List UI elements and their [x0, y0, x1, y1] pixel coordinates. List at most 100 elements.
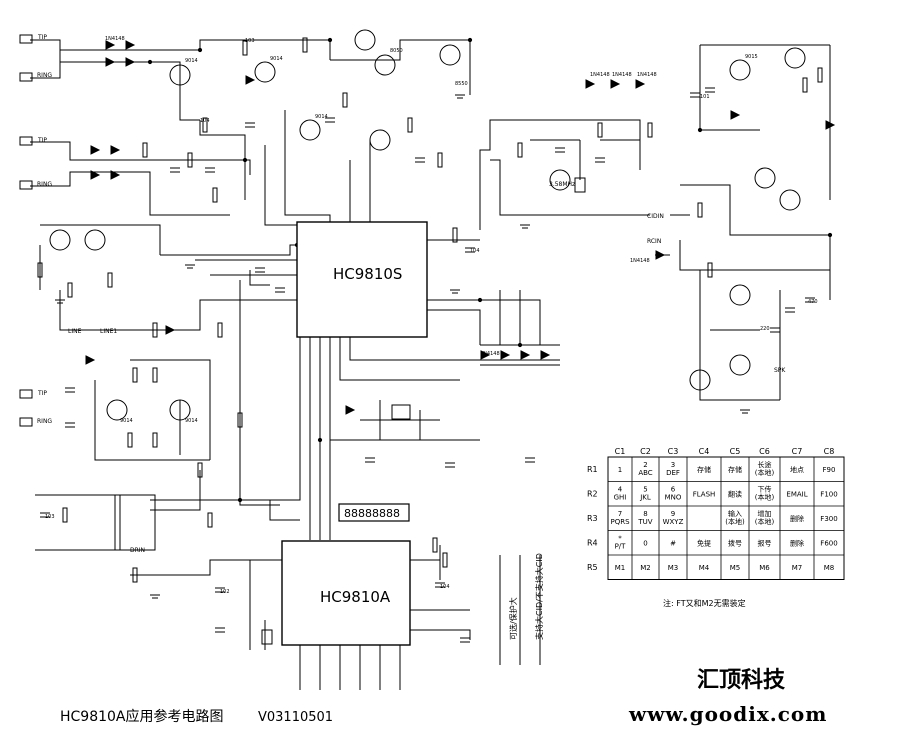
- resistor-symbol: [437, 152, 443, 168]
- keypad-cell-text: F600: [820, 540, 837, 548]
- keypad-cell-text: 删除: [790, 539, 804, 548]
- keypad-cell-text: M3: [668, 564, 679, 572]
- resistor-symbol: [187, 152, 193, 168]
- circuit-components: [19, 29, 836, 645]
- transistor-symbol: [784, 47, 806, 69]
- terminal-box: [19, 34, 33, 44]
- part-annotation: 102: [220, 589, 230, 595]
- diode-symbol: [105, 40, 116, 50]
- resistor-symbol: [202, 117, 208, 133]
- wire-segment: [150, 499, 300, 521]
- resistor-symbol: [127, 432, 133, 448]
- tip-label-1: TIP: [37, 34, 47, 41]
- keypad-cell-text: 删除: [790, 514, 804, 523]
- signal-labels: CIDIN RCIN LINE LINE1 DRIN SPK: [68, 213, 786, 554]
- keypad-cell-text: (本地): [725, 517, 745, 526]
- keypad-cell-text: M5: [730, 564, 741, 572]
- terminal-box: [19, 417, 33, 427]
- resistor-symbol: [212, 187, 218, 203]
- keypad-cell-text: M6: [759, 564, 770, 572]
- part-annotation: 9014: [185, 58, 198, 64]
- resistor-symbol: [817, 67, 823, 83]
- diode-symbol: [585, 79, 596, 89]
- transistor-symbol: [729, 59, 751, 81]
- keypad-column-header: C2: [640, 447, 651, 456]
- diode-symbol: [90, 170, 101, 180]
- wire-segment: [94, 380, 210, 461]
- keypad-grid-border: [607, 456, 845, 580]
- transistor-symbol: [84, 229, 106, 251]
- diode-symbol: [110, 170, 121, 180]
- resistor-symbol: [62, 507, 68, 523]
- junction-dot: [237, 497, 243, 503]
- keypad-cell-text: M2: [640, 564, 651, 572]
- keypad-row-header: R5: [587, 563, 598, 572]
- keypad-cell-text: 存储: [728, 465, 742, 474]
- part-annotation: 8050: [390, 48, 403, 54]
- transistor-symbol: [369, 129, 391, 151]
- diode-symbol: [540, 350, 551, 360]
- transistor-symbol: [729, 284, 751, 306]
- junction-dot: [242, 157, 248, 163]
- resistor-symbol: [67, 282, 73, 298]
- transistor-symbol: [106, 399, 128, 421]
- keypad-cell-text: 4: [618, 486, 623, 494]
- keypad-cell-text: 1: [618, 466, 622, 474]
- junction-dot: [467, 37, 473, 43]
- keypad-cell-text: 9: [671, 510, 675, 518]
- tip-label-3: TIP: [37, 390, 47, 397]
- keypad-cell-text: 输入: [728, 509, 742, 518]
- terminal-box: [19, 389, 33, 399]
- resistor-symbol: [242, 40, 248, 56]
- transistor-symbol: [729, 354, 751, 376]
- wire-segment: [59, 290, 297, 331]
- keypad-cell-text: GHI: [614, 494, 627, 502]
- diode-symbol: [85, 355, 96, 365]
- schematic-title: HC9810A应用参考电路图: [60, 708, 224, 725]
- wire-segment: [30, 141, 140, 161]
- wire-segment: [249, 270, 270, 286]
- keypad-cell-text: *: [618, 535, 622, 543]
- keypad-column-header: C8: [824, 447, 835, 456]
- part-annotation: 220: [760, 326, 770, 332]
- version-label: V03110501: [258, 710, 333, 725]
- wire-segment: [264, 145, 297, 226]
- part-annotation: 470: [808, 299, 818, 305]
- diode-symbol: [520, 350, 531, 360]
- diode-symbol: [105, 57, 116, 67]
- diode-symbol: [90, 145, 101, 155]
- wire-segment: [479, 119, 641, 230]
- keypad-cell-text: 报号: [758, 539, 772, 548]
- resistor-symbol: [517, 142, 523, 158]
- lcd-display: 88888888: [338, 503, 410, 522]
- resistor-symbol: [207, 512, 213, 528]
- resistor-symbol: [132, 367, 138, 383]
- signal-label-line: LINE: [68, 328, 82, 335]
- keypad-cell-text: 8: [643, 510, 647, 518]
- tip-ring-labels: TIP RING TIP RING TIP RING: [37, 34, 52, 425]
- keypad-cell-text: M7: [792, 564, 803, 572]
- wire-segment: [410, 629, 471, 640]
- keypad-cell-text: (本地): [755, 517, 775, 526]
- part-annotation: 8550: [455, 81, 468, 87]
- diode-symbol: [125, 57, 136, 67]
- keypad-cell-text: 0: [643, 540, 647, 548]
- wire-segment: [490, 159, 650, 216]
- transistor-symbol: [549, 169, 571, 191]
- hc9810a-chip: HC9810A: [281, 540, 411, 646]
- keypad-cell-text: MNO: [665, 494, 682, 502]
- part-annotation: 1N4148: [590, 72, 610, 78]
- transistor-symbol: [779, 189, 801, 211]
- wire-segment: [130, 559, 282, 576]
- part-annotation: 9015: [745, 54, 758, 60]
- vertical-label-2: 支持大CID/不支持大CID: [534, 553, 544, 640]
- transistor-symbol: [754, 167, 776, 189]
- part-annotation: 9014: [315, 114, 328, 120]
- keypad-cell-text: P/T: [615, 543, 627, 551]
- diode-symbol: [110, 145, 121, 155]
- wire-segment: [240, 337, 301, 501]
- resistor-symbol: [37, 262, 43, 278]
- resistor-symbol: [647, 122, 653, 138]
